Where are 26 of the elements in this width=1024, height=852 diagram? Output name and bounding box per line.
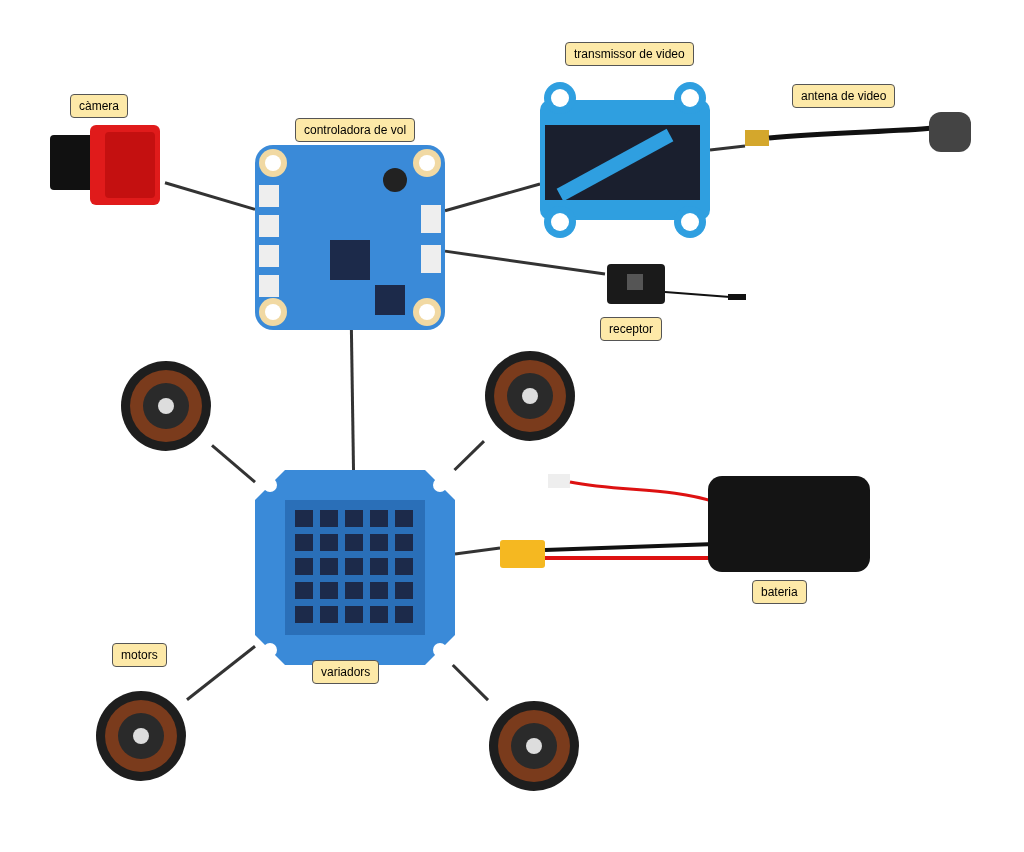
wire (453, 440, 486, 472)
component-label: variadors (312, 660, 380, 684)
esc-board-drawing (255, 470, 455, 665)
wire (349, 329, 355, 471)
motor-drawing (120, 360, 212, 452)
wire (186, 645, 256, 701)
component-label: bateria (752, 580, 807, 604)
component-label: motors (112, 643, 167, 667)
wire (451, 663, 490, 702)
component-label: controladora de vol (295, 118, 416, 142)
component-label: transmissor de video (565, 42, 694, 66)
flight-controller-drawing (255, 145, 445, 330)
motor-drawing (95, 690, 187, 782)
component-label: antena de video (792, 84, 896, 108)
component-label: càmera (70, 94, 128, 118)
motor-drawing (488, 700, 580, 792)
wire (211, 444, 256, 484)
wire (709, 144, 746, 152)
wire (444, 182, 541, 213)
video-transmitter-drawing (540, 80, 710, 240)
battery-drawing (500, 472, 872, 574)
motor-drawing (484, 350, 576, 442)
component-label: receptor (600, 317, 663, 341)
wire (164, 181, 256, 211)
wire (444, 249, 606, 276)
wire (454, 546, 501, 556)
